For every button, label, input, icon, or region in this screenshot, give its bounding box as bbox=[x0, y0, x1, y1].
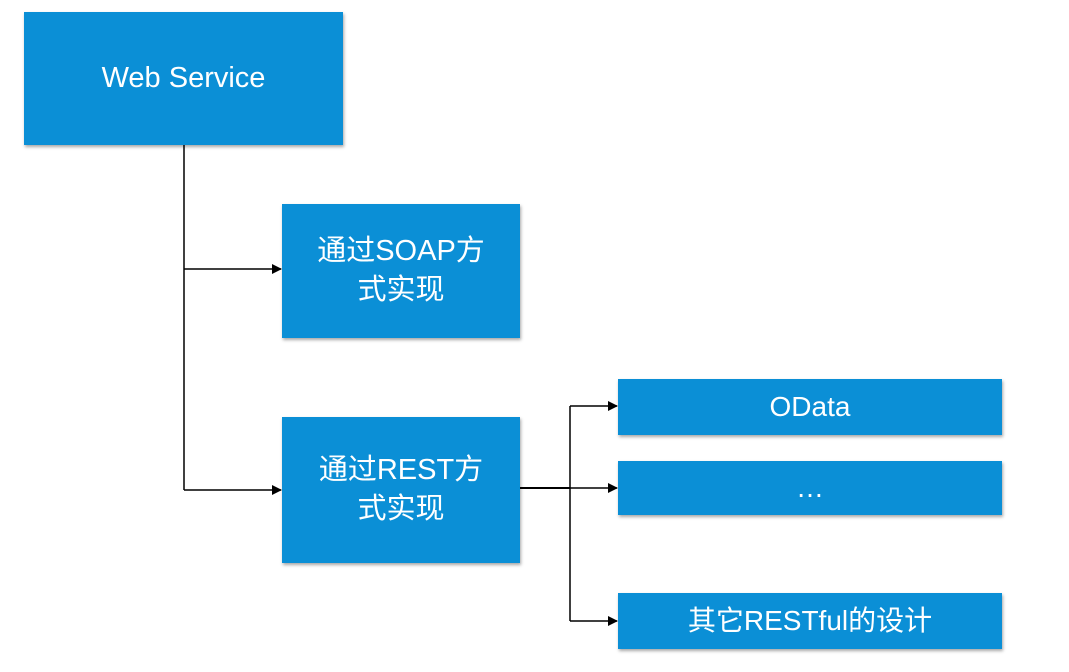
node-rest-label-line1: 通过REST方 bbox=[318, 453, 484, 486]
node-soap: 通过SOAP方 式实现 bbox=[282, 204, 520, 338]
node-odata-label: OData bbox=[769, 391, 851, 423]
node-soap-label-line2: 式实现 bbox=[357, 274, 445, 306]
node-ellipsis-label: … bbox=[796, 472, 824, 504]
node-soap-label-line1: 通过SOAP方 bbox=[317, 234, 485, 267]
node-other-restful-label: 其它RESTful的设计 bbox=[687, 605, 933, 637]
node-rest: 通过REST方 式实现 bbox=[282, 417, 520, 563]
node-odata: OData bbox=[618, 379, 1002, 435]
node-ellipsis: … bbox=[618, 461, 1002, 515]
node-web-service-label: Web Service bbox=[101, 61, 266, 94]
node-rest-label-line2: 式实现 bbox=[357, 493, 445, 525]
node-web-service: Web Service bbox=[24, 12, 343, 145]
node-other-restful: 其它RESTful的设计 bbox=[618, 593, 1002, 649]
